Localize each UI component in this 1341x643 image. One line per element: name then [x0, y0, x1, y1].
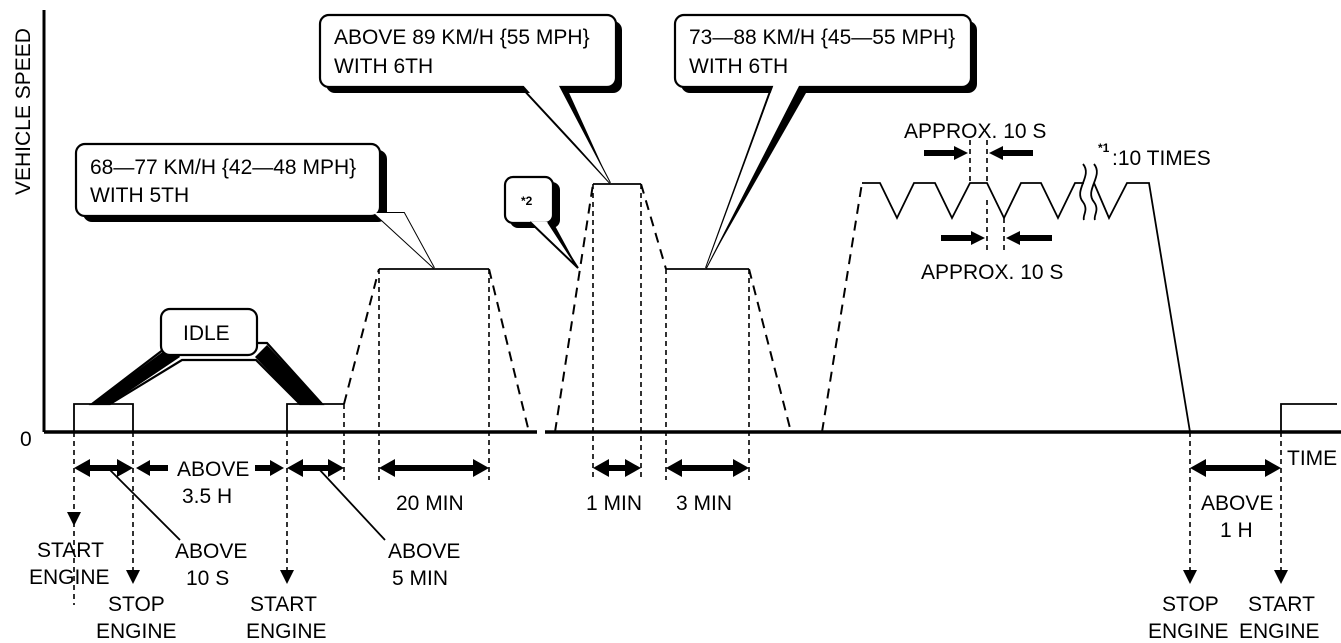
start-engine-1-arrow	[67, 512, 81, 526]
three-min-label: 3 MIN	[676, 492, 732, 515]
speed-above89-callout: ABOVE 89 KM/H {55 MPH} WITH 6TH	[318, 13, 622, 184]
oscillation-break-mark-1	[1079, 163, 1087, 221]
above-1h-line2: 1 H	[1220, 519, 1253, 542]
idle-block-3	[1280, 403, 1337, 432]
start-engine-2-line2: ENGINE	[246, 620, 327, 643]
stop-engine-2-line2: ENGINE	[1148, 620, 1229, 643]
time-guides	[73, 184, 1282, 605]
accel-5th	[343, 268, 380, 405]
note2-callout: *2	[503, 175, 579, 269]
ten-times-text: :10 TIMES	[1112, 147, 1211, 170]
start-engine-3-arrow	[1274, 570, 1288, 584]
decel-6th-mid	[748, 268, 792, 433]
idle-block-1	[73, 403, 134, 432]
oscillation-wave-1	[862, 182, 1084, 221]
origin-label: 0	[20, 428, 32, 451]
accel-6th-high	[554, 183, 594, 433]
speed-above89-line1: ABOVE 89 KM/H {55 MPH}	[334, 26, 590, 49]
speed-5th-line1: 68—77 KM/H {42—48 MPH}	[90, 156, 356, 179]
speed-73-88-line1: 73—88 KM/H {45—55 MPH}	[689, 26, 955, 49]
idle-block-2	[286, 403, 344, 432]
stop-engine-2-line1: STOP	[1162, 593, 1219, 616]
approx-top-marker: APPROX. 10 S	[904, 120, 1046, 183]
decel-6th-high	[640, 183, 667, 270]
speed-73-88-callout: 73—88 KM/H {45—55 MPH} WITH 6TH	[673, 13, 977, 269]
stop-engine-1-arrow	[126, 570, 140, 584]
idle-label: IDLE	[183, 322, 230, 345]
above-10s-line1: ABOVE	[175, 540, 247, 563]
speed-5th-callout: 68—77 KM/H {42—48 MPH} WITH 5TH	[74, 142, 435, 269]
start-engine-1-line2: ENGINE	[29, 566, 110, 589]
above-10s-line2: 10 S	[186, 567, 229, 590]
start-engine-3-line2: ENGINE	[1239, 620, 1320, 643]
stop-engine-1-line1: STOP	[108, 593, 165, 616]
duration-arrows	[74, 459, 1281, 477]
above-3-5h-line1: ABOVE	[177, 458, 249, 481]
approx-bottom-marker: APPROX. 10 S	[921, 200, 1063, 284]
above-5min-line1: ABOVE	[388, 540, 460, 563]
y-axis-label: VEHICLE SPEED	[12, 28, 35, 195]
speed-73-88-line2: WITH 6TH	[689, 55, 788, 78]
speed-above89-line2: WITH 6TH	[334, 55, 433, 78]
above-1h-line1: ABOVE	[1201, 492, 1273, 515]
stop-engine-2-arrow	[1183, 570, 1197, 584]
start-engine-2-line1: START	[250, 593, 317, 616]
oscillation-wave-2	[1093, 182, 1191, 433]
idle-callout: IDLE	[88, 307, 325, 406]
decel-5th	[488, 268, 530, 433]
ten-times-mark: *1	[1098, 141, 1110, 155]
approx-bottom-label: APPROX. 10 S	[921, 261, 1063, 284]
twenty-min-label: 20 MIN	[396, 492, 464, 515]
start-engine-2-arrow	[280, 570, 294, 584]
note2-label: *2	[521, 194, 533, 208]
above-5min-leader	[317, 467, 386, 541]
stop-engine-1-line2: ENGINE	[96, 620, 177, 643]
speed-5th-line2: WITH 5TH	[90, 184, 189, 207]
above-10s-leader	[107, 467, 181, 541]
x-axis-label: TIME	[1287, 447, 1337, 470]
above-3-5h-line2: 3.5 H	[182, 485, 232, 508]
start-engine-1-line1: START	[37, 539, 104, 562]
above-5min-line2: 5 MIN	[392, 567, 448, 590]
accel-oscillation	[821, 182, 863, 433]
one-min-label: 1 MIN	[586, 492, 642, 515]
oscillation-break-mark-2	[1090, 163, 1098, 221]
start-engine-3-line1: START	[1248, 593, 1315, 616]
approx-top-label: APPROX. 10 S	[904, 120, 1046, 143]
